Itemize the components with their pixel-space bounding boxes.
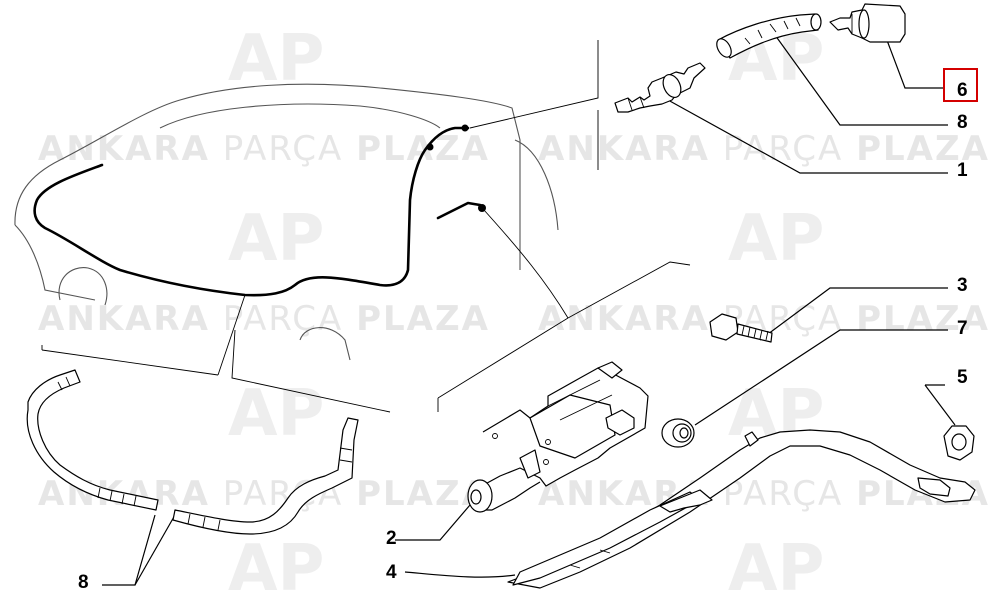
part-4-wiper-arm[interactable] <box>507 429 976 589</box>
part-1-connector[interactable] <box>614 62 706 113</box>
part-8-hose-segment[interactable] <box>714 13 822 60</box>
watermark-logo: AP AP AP AP AP AP AP AP <box>228 22 824 600</box>
part-8-hose-assembly[interactable] <box>26 369 359 535</box>
svg-text:ANKARA PARÇA PLAZA: ANKARA PARÇA PLAZA <box>538 299 990 339</box>
callout-7[interactable]: 7 <box>957 318 968 339</box>
callout-1[interactable]: 1 <box>957 160 968 181</box>
callout-6-highlight-box <box>943 68 978 102</box>
svg-text:ANKARA PARÇA PLAZA: ANKARA PARÇA PLAZA <box>38 129 490 169</box>
watermark-logo-text: AP <box>728 202 824 276</box>
watermark-logo-text: AP <box>728 532 824 600</box>
svg-text:ANKARA PARÇA PLAZA: ANKARA PARÇA PLAZA <box>538 474 990 514</box>
washer-hose-route <box>33 124 486 297</box>
part-7-grommet[interactable] <box>661 418 695 448</box>
callout-8-bottom[interactable]: 8 <box>78 572 89 593</box>
callout-labels: 6 8 1 3 7 5 2 4 8 <box>78 68 978 593</box>
callout-8-top[interactable]: 8 <box>957 112 968 133</box>
watermark-logo-text: AP <box>228 202 324 276</box>
part-6-nozzle[interactable] <box>829 3 906 43</box>
part-2-wiper-motor[interactable] <box>467 361 649 513</box>
part-3-bolt[interactable] <box>709 313 773 343</box>
watermark-logo-text: AP <box>228 532 324 600</box>
svg-text:ANKARA PARÇA PLAZA: ANKARA PARÇA PLAZA <box>538 129 990 169</box>
callout-3[interactable]: 3 <box>957 275 968 296</box>
part-5-nut[interactable] <box>943 425 975 461</box>
svg-text:ANKARA PARÇA PLAZA: ANKARA PARÇA PLAZA <box>38 299 490 339</box>
callout-5[interactable]: 5 <box>957 367 968 388</box>
leader-lines <box>41 34 956 586</box>
watermark-logo-text: AP <box>228 377 324 451</box>
callout-2[interactable]: 2 <box>386 528 397 549</box>
callout-4[interactable]: 4 <box>386 562 397 583</box>
callout-6[interactable]: 6 <box>957 80 968 101</box>
hose-clip <box>426 143 434 151</box>
car-body-outline <box>14 83 559 361</box>
hose-clip <box>461 124 469 132</box>
